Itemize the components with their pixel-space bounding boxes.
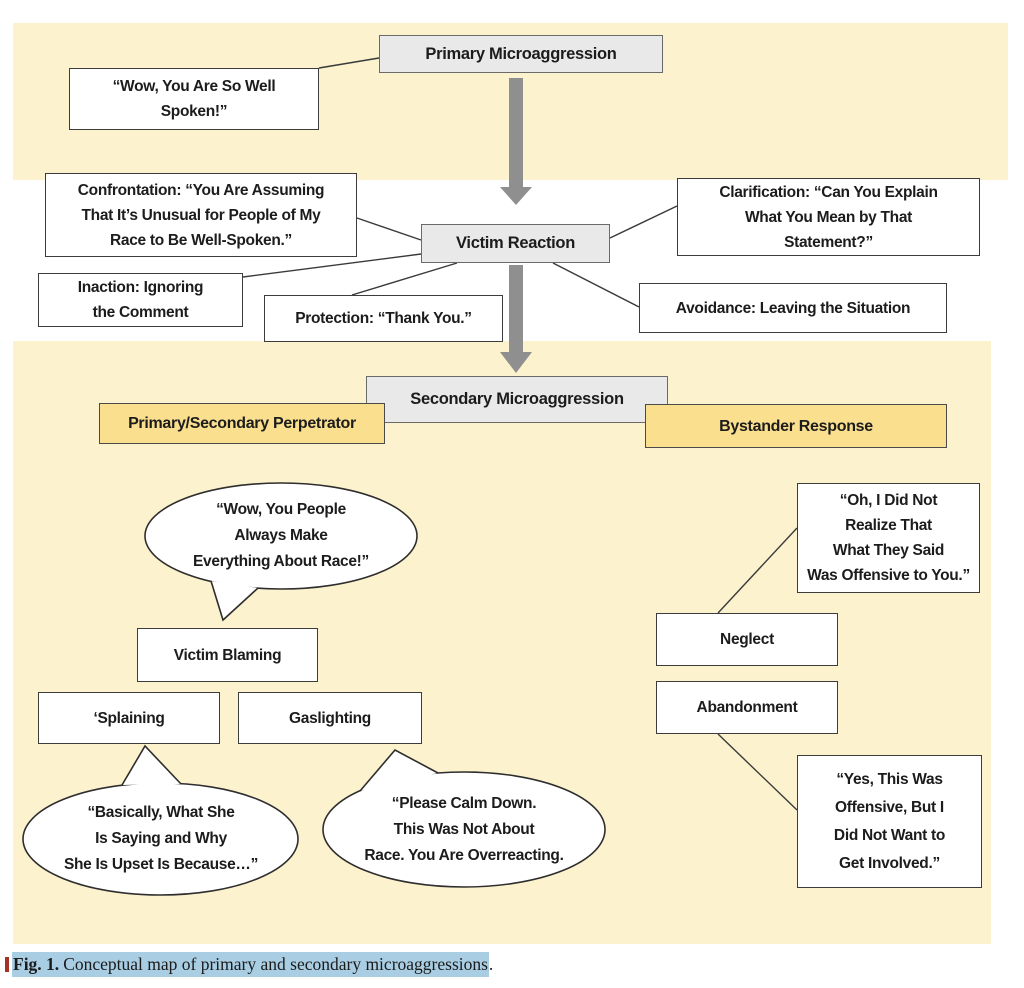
node-perpetrator: Primary/Secondary Perpetrator xyxy=(99,403,385,444)
node-clarification: Clarification: “Can You Explain What You… xyxy=(677,178,980,256)
node-confrontation: Confrontation: “You Are Assuming That It… xyxy=(45,173,357,257)
connector-line xyxy=(356,217,422,241)
node-primary-quote: “Wow, You Are So Well Spoken!” xyxy=(69,68,319,130)
figure-caption: Fig. 1.Conceptual map of primary and sec… xyxy=(5,952,494,977)
bubble-text-basically: “Basically, What She Is Saying and Why S… xyxy=(63,804,259,873)
node-victim-blaming: Victim Blaming xyxy=(137,628,318,682)
node-victim-reaction: Victim Reaction xyxy=(421,224,610,263)
bubble-text-race: “Wow, You People Always Make Everything … xyxy=(193,501,369,570)
node-abandonment-quote: “Yes, This Was Offensive, But I Did Not … xyxy=(797,755,982,888)
node-neglect: Neglect xyxy=(656,613,838,666)
connector-line xyxy=(609,205,678,239)
caption-period: . xyxy=(488,954,494,974)
node-protection: Protection: “Thank You.” xyxy=(264,295,503,342)
node-avoidance: Avoidance: Leaving the Situation xyxy=(639,283,947,333)
edit-marker xyxy=(5,957,9,972)
node-secondary-microaggression: Secondary Microaggression xyxy=(366,376,668,423)
node-gaslighting: Gaslighting xyxy=(238,692,422,744)
bubble-text-calm-down: “Please Calm Down. This Was Not About Ra… xyxy=(364,795,564,864)
caption-label: Fig. 1. xyxy=(13,954,60,974)
node-neglect-quote: “Oh, I Did Not Realize That What They Sa… xyxy=(797,483,980,593)
node-bystander-response: Bystander Response xyxy=(645,404,947,448)
caption-text: Conceptual map of primary and secondary … xyxy=(63,954,488,974)
node-inaction: Inaction: Ignoring the Comment xyxy=(38,273,243,327)
node-abandonment: Abandonment xyxy=(656,681,838,734)
connector-line xyxy=(351,262,458,296)
node-primary-microaggression: Primary Microaggression xyxy=(379,35,663,73)
caption-highlight: Fig. 1.Conceptual map of primary and sec… xyxy=(12,952,489,977)
connector-line xyxy=(242,253,422,278)
node-splaining: ‘Splaining xyxy=(38,692,220,744)
connector-line xyxy=(552,262,640,308)
